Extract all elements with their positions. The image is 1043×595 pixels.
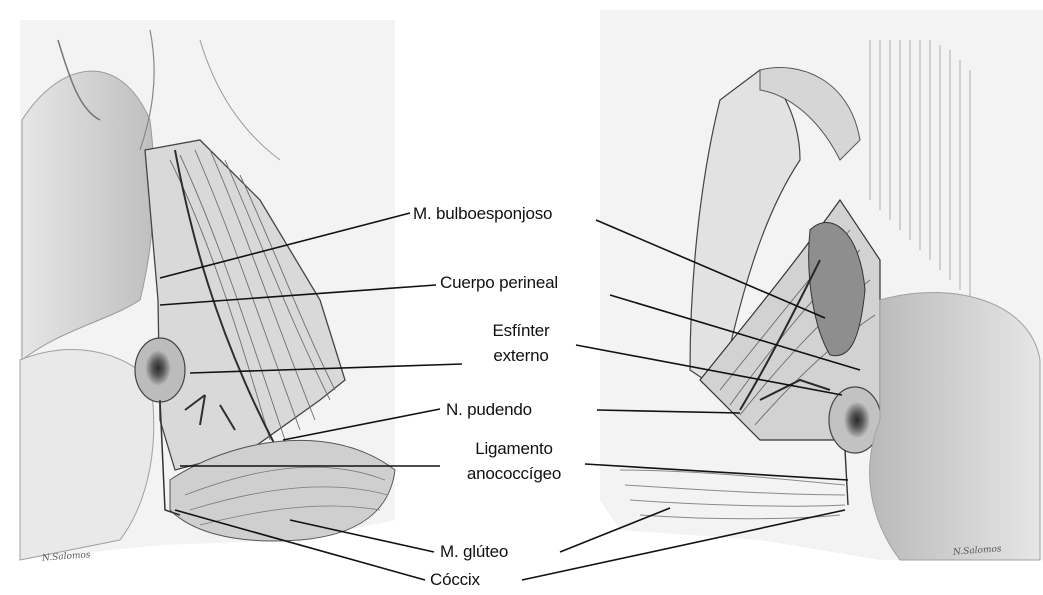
label-cuerpo-perineal: Cuerpo perineal — [440, 272, 558, 293]
label-m-gluteo: M. glúteo — [440, 541, 508, 562]
label-n-pudendo: N. pudendo — [446, 399, 532, 420]
label-esfinter-line2: externo — [466, 345, 576, 366]
left-sketch — [20, 20, 395, 560]
label-esfinter-externo: Esfínter externo — [466, 320, 576, 366]
label-ligamento-line2: anococcígeo — [440, 463, 588, 484]
label-m-bulboesponjoso: M. bulboesponjoso — [413, 203, 552, 224]
label-ligamento-anococcigeo: Ligamento anococcígeo — [440, 438, 588, 484]
label-ligamento-line1: Ligamento — [440, 438, 588, 459]
label-coccix: Cóccix — [430, 569, 480, 590]
right-sketch — [600, 10, 1043, 560]
label-esfinter-line1: Esfínter — [466, 320, 576, 341]
